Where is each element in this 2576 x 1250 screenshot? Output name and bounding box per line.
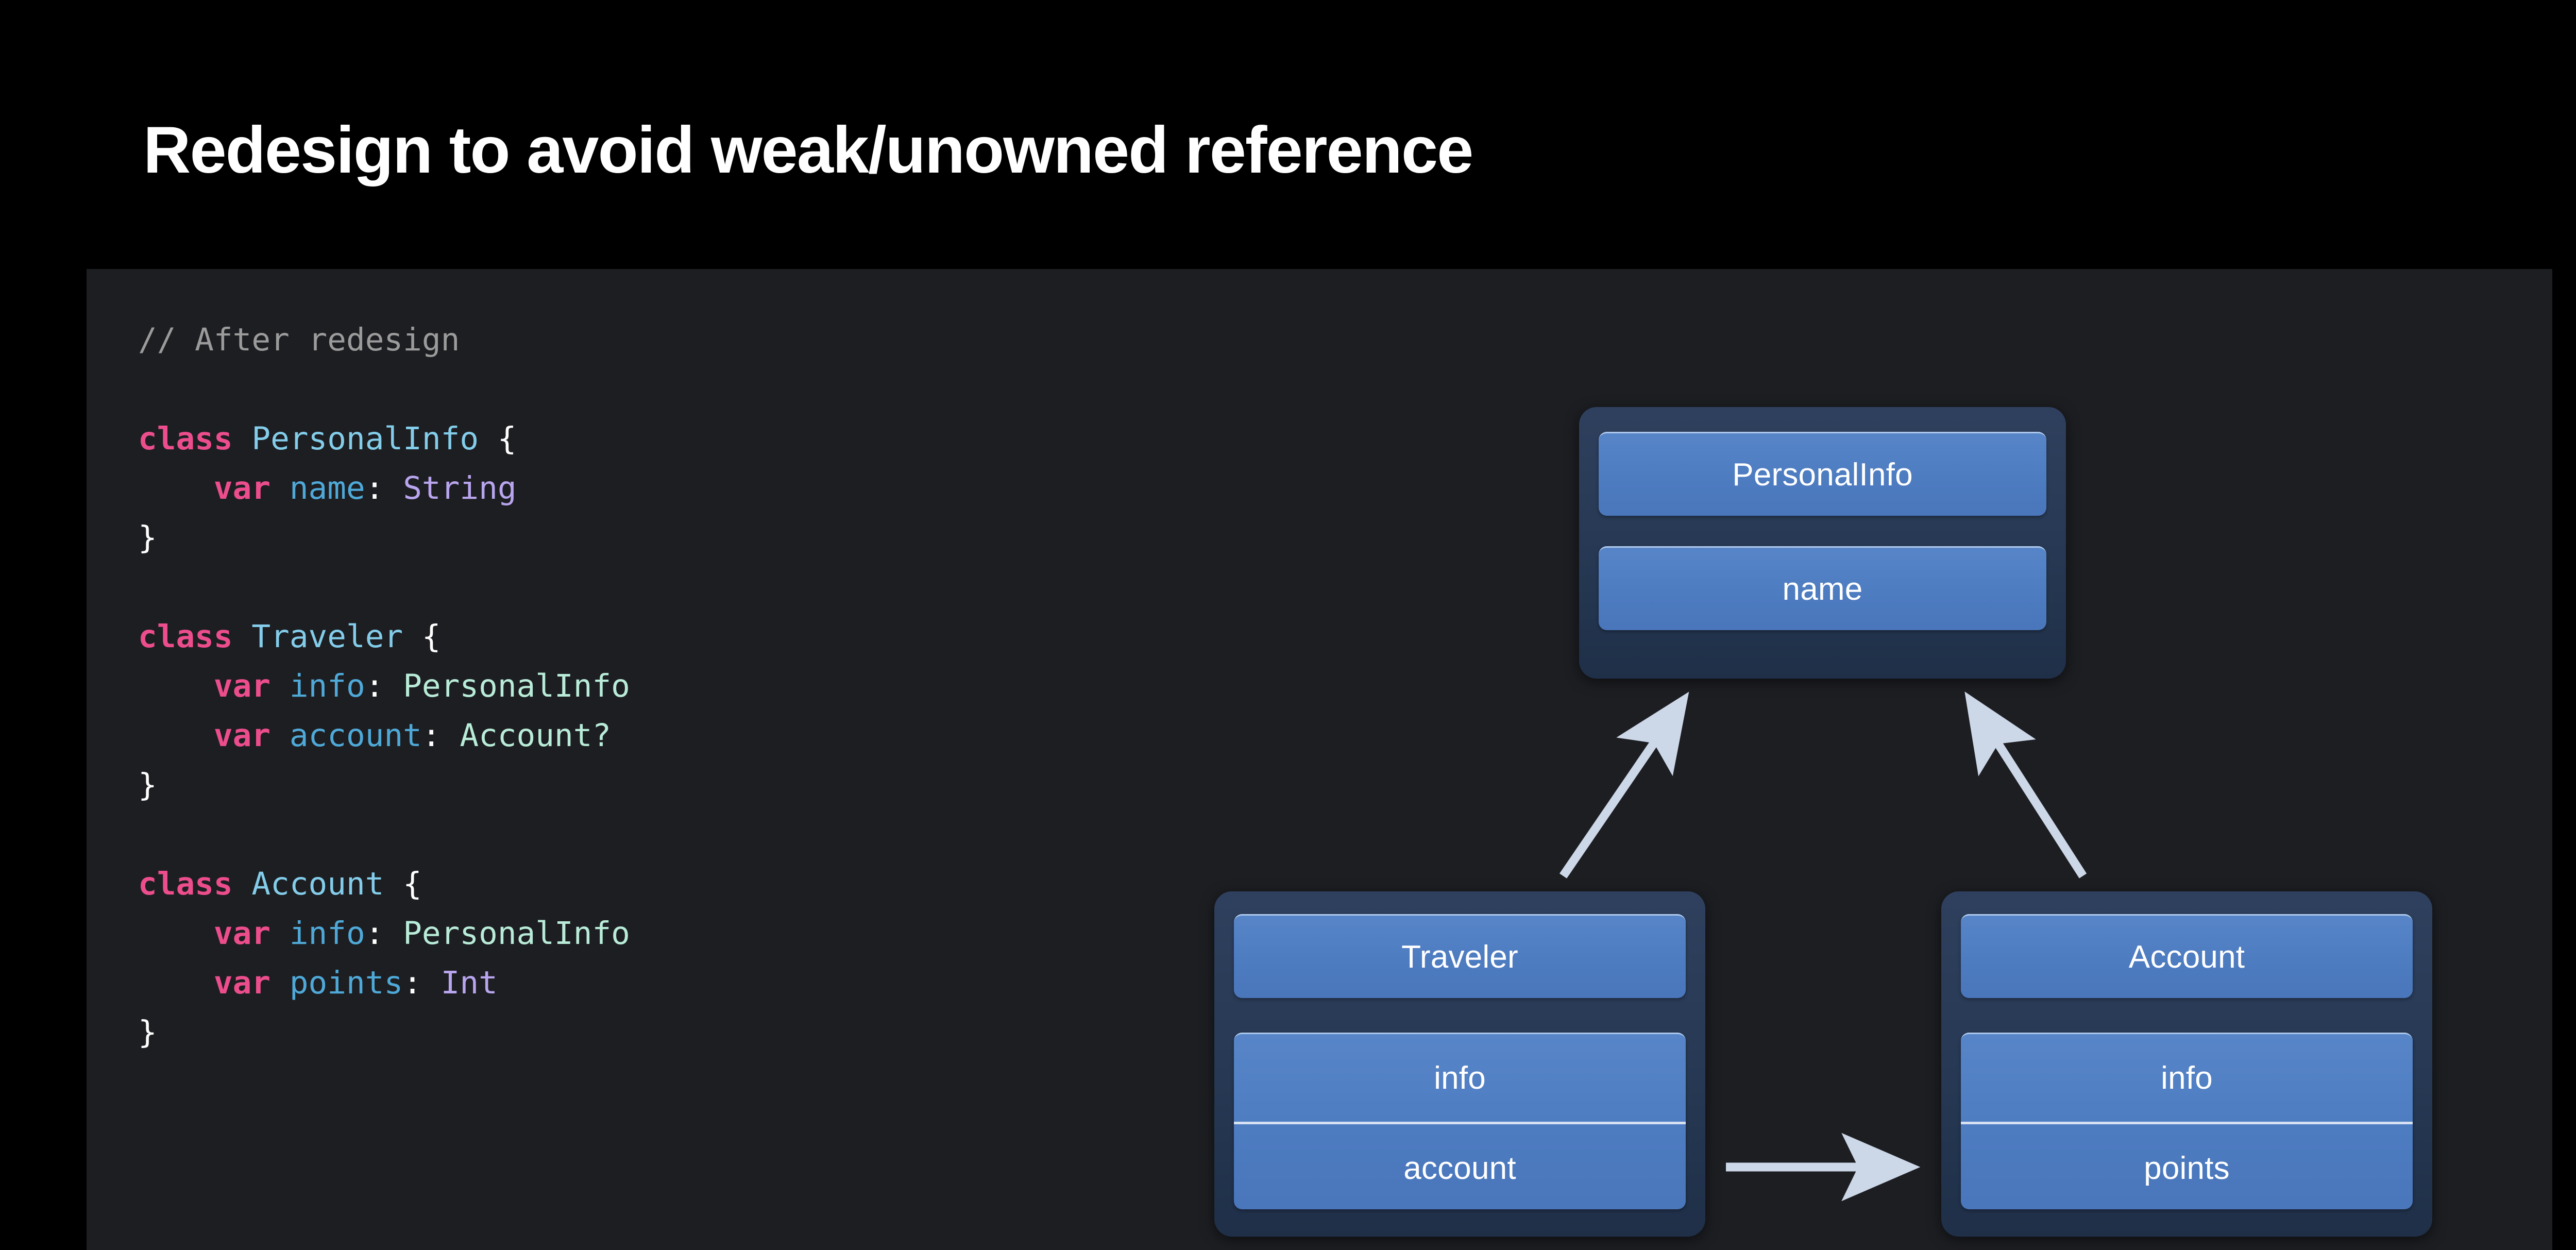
code-token-comment: // After redesign <box>138 322 460 358</box>
code-token-plain: : <box>403 965 441 1001</box>
code-token-plain <box>270 965 290 1001</box>
code-token-prop: info <box>289 668 365 704</box>
code-token-keyword: class <box>138 618 233 655</box>
code-token-classname: Account <box>251 866 384 902</box>
code-line: var name: String <box>138 464 630 513</box>
code-token-prop: name <box>289 470 365 506</box>
code-token-classname: PersonalInfo <box>251 420 479 457</box>
code-panel: // After redesign class PersonalInfo { v… <box>87 269 2552 1250</box>
code-token-keyword: var <box>213 717 271 754</box>
code-token-plain: : <box>365 470 403 506</box>
code-token-typeref: Account? <box>460 717 612 754</box>
code-token-keyword: var <box>213 965 271 1001</box>
code-token-plain <box>270 668 290 704</box>
code-block: // After redesign class PersonalInfo { v… <box>138 315 630 1057</box>
code-token-prop: points <box>289 965 403 1001</box>
code-line: class Account { <box>138 859 630 909</box>
code-token-plain <box>270 717 290 754</box>
code-token-plain: { <box>403 618 441 655</box>
code-token-plain: { <box>479 420 517 457</box>
code-token-type: Int <box>440 965 498 1001</box>
code-line: var account: Account? <box>138 711 630 761</box>
code-line: var points: Int <box>138 958 630 1008</box>
code-line <box>138 563 630 612</box>
code-token-plain <box>233 420 252 457</box>
code-line: } <box>138 761 630 810</box>
code-line: } <box>138 1008 630 1057</box>
code-line: class PersonalInfo { <box>138 414 630 464</box>
code-token-prop: account <box>289 717 422 754</box>
code-token-prop: info <box>289 915 365 952</box>
code-token-plain: } <box>138 1014 157 1051</box>
code-line: var info: PersonalInfo <box>138 662 630 711</box>
code-token-plain <box>270 915 290 952</box>
code-token-plain: : <box>421 717 460 754</box>
code-token-plain <box>138 668 214 704</box>
code-token-keyword: var <box>213 668 271 704</box>
code-token-type: String <box>403 470 517 506</box>
code-line: } <box>138 513 630 563</box>
code-token-plain <box>233 618 252 655</box>
code-token-plain: { <box>384 866 422 902</box>
code-token-plain: : <box>365 915 403 952</box>
code-token-keyword: var <box>213 915 271 952</box>
code-token-plain <box>138 470 214 506</box>
code-token-typeref: PersonalInfo <box>403 915 630 952</box>
code-line: var info: PersonalInfo <box>138 909 630 958</box>
code-line: // After redesign <box>138 315 630 365</box>
code-token-keyword: var <box>213 470 271 506</box>
code-token-plain <box>233 866 252 902</box>
code-token-plain <box>138 717 214 754</box>
code-line: class Traveler { <box>138 612 630 662</box>
code-token-plain <box>138 915 214 952</box>
code-token-plain: : <box>365 668 403 704</box>
code-line <box>138 810 630 859</box>
code-token-plain: } <box>138 519 157 556</box>
code-token-keyword: class <box>138 420 233 457</box>
code-token-keyword: class <box>138 866 233 902</box>
code-token-plain <box>138 965 214 1001</box>
page-title: Redesign to avoid weak/unowned reference <box>143 113 1473 187</box>
code-token-plain: } <box>138 767 157 803</box>
code-line <box>138 365 630 414</box>
code-token-classname: Traveler <box>251 618 403 655</box>
code-token-plain <box>270 470 290 506</box>
code-token-typeref: PersonalInfo <box>403 668 630 704</box>
